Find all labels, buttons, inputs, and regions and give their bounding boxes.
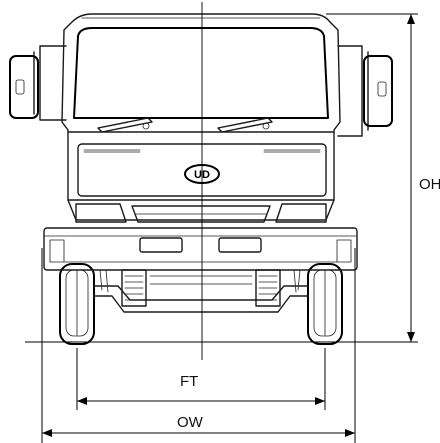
left-wiper — [97, 117, 153, 133]
left-mirror — [9, 45, 67, 121]
left-spring-leaves — [124, 275, 144, 301]
ow-arrow-left — [42, 429, 52, 437]
left-headlamp — [75, 203, 127, 223]
dimension-ft: FT — [76, 348, 326, 410]
cab-body-outline — [61, 21, 341, 221]
grille-slits — [83, 149, 321, 153]
oh-arrow-bottom — [407, 332, 415, 342]
left-fog-lamp — [139, 237, 183, 253]
left-wiper-pivot — [142, 122, 150, 130]
ow-arrow-right — [345, 429, 355, 437]
dimension-ow: OW — [41, 248, 356, 443]
oh-label: OH — [419, 176, 440, 193]
right-fog-lamp — [218, 237, 262, 253]
ft-arrow-left — [77, 397, 87, 405]
front-axle — [93, 269, 309, 313]
right-spring-leaves — [258, 275, 278, 301]
bumper-outline — [43, 227, 358, 271]
ft-label: FT — [180, 373, 198, 390]
right-mirror-glass — [363, 55, 393, 127]
right-mirror — [337, 45, 393, 137]
oh-label-bg — [412, 165, 440, 199]
front-bumper — [43, 227, 358, 271]
lower-grille — [131, 205, 271, 223]
right-headlamp — [275, 203, 327, 223]
axle-hubs — [99, 269, 301, 293]
right-wiper — [217, 117, 273, 133]
left-mirror-glass — [9, 55, 39, 119]
ow-label: OW — [177, 414, 204, 431]
right-mirror-arm — [337, 45, 369, 137]
axle-beam-bottom — [93, 295, 309, 313]
cab: UD — [61, 13, 341, 223]
left-tire-outline — [59, 263, 95, 345]
right-tire-outline — [307, 263, 343, 345]
oh-arrow-top — [407, 14, 415, 24]
tie-rod — [149, 275, 253, 285]
right-tire — [307, 263, 343, 345]
axle-beam-top — [93, 285, 309, 301]
dimension-oh: OH — [326, 13, 440, 343]
right-mirror-detail — [377, 81, 387, 97]
ft-arrow-right — [315, 397, 325, 405]
right-wiper-pivot — [262, 122, 270, 130]
left-mirror-detail — [15, 79, 25, 95]
left-mirror-arm — [33, 45, 67, 121]
windshield — [73, 27, 329, 119]
bumper-corners — [49, 239, 352, 263]
left-tire — [59, 263, 95, 345]
